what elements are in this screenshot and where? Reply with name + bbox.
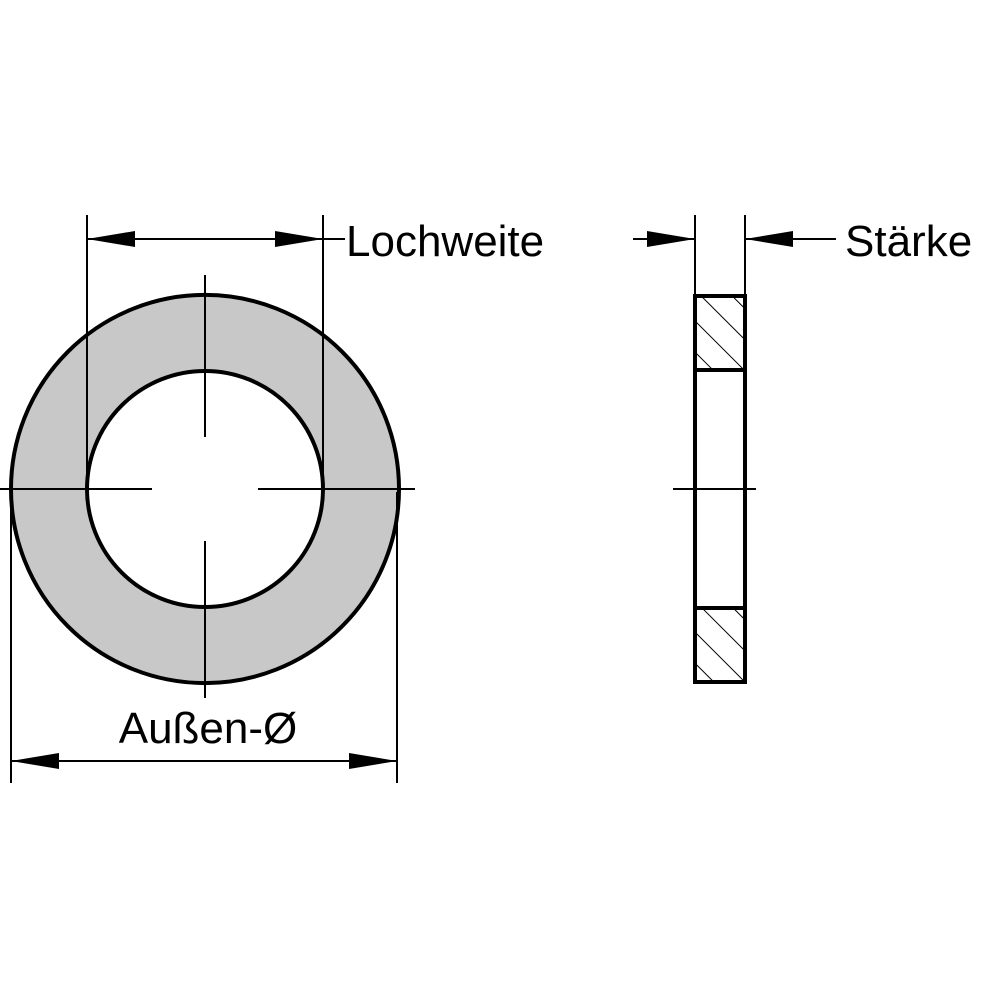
hole-width-label: Lochweite <box>346 217 544 266</box>
center-lines <box>0 275 415 698</box>
arrowhead-right-icon <box>275 231 323 247</box>
arrowhead-left-icon <box>745 231 793 247</box>
thickness-dimension: Stärke <box>633 215 972 296</box>
outer-diameter-label: Außen-Ø <box>119 704 298 753</box>
arrowhead-right-icon <box>349 753 397 769</box>
thickness-label: Stärke <box>845 217 972 266</box>
front-view <box>0 275 415 698</box>
arrowhead-right-icon <box>647 231 695 247</box>
hole-width-dimension: Lochweite <box>86 215 544 489</box>
arrowhead-left-icon <box>87 231 135 247</box>
side-view <box>673 294 756 684</box>
arrowhead-left-icon <box>11 753 59 769</box>
outer-diameter-dimension: Außen-Ø <box>10 492 398 783</box>
section-bottom <box>695 608 745 682</box>
section-top <box>695 296 745 370</box>
